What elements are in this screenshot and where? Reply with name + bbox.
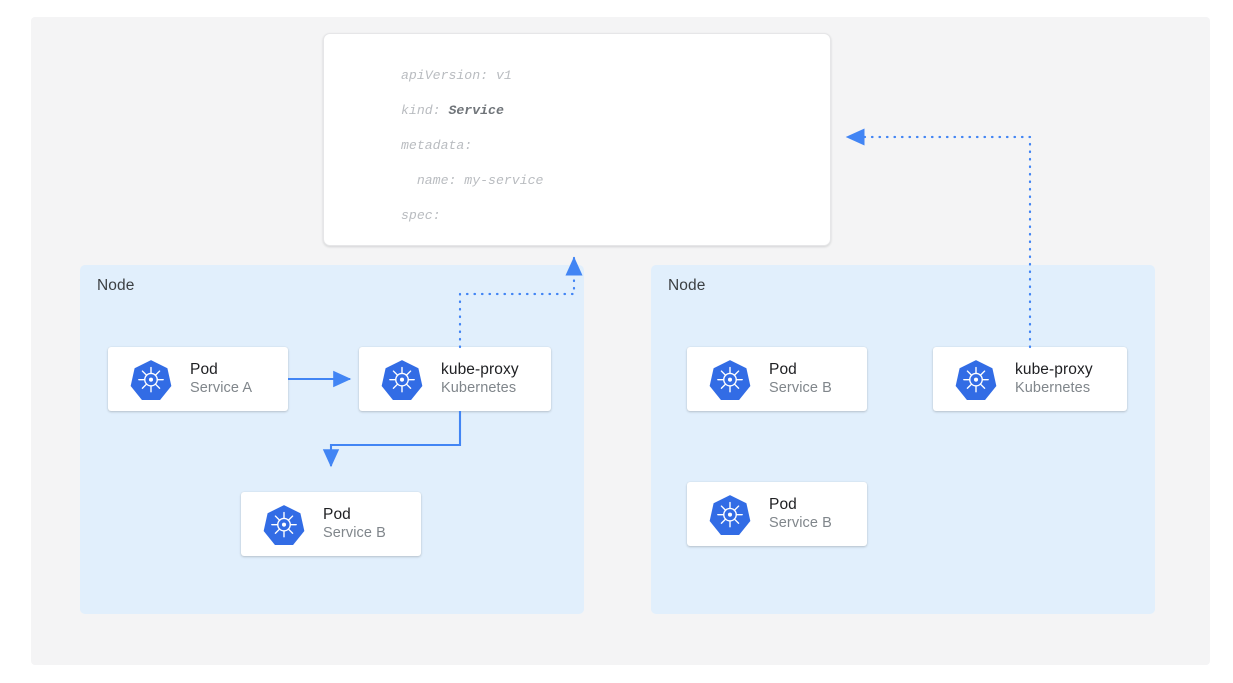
card-title: Pod (190, 361, 218, 378)
card-kube-proxy-right[interactable]: kube-proxy Kubernetes (933, 347, 1127, 411)
node-container-right: Node (651, 265, 1155, 614)
yaml-line-metadata: metadata: (401, 137, 473, 153)
yaml-kind-value: Service (448, 102, 504, 118)
kubernetes-icon (263, 505, 305, 545)
yaml-line-internaltrafficpolicy: internalTrafficPolicy: Local (401, 243, 725, 245)
kubernetes-icon (709, 495, 751, 535)
card-kube-proxy-left[interactable]: kube-proxy Kubernetes (359, 347, 551, 411)
card-subtitle: Service B (769, 380, 832, 396)
card-subtitle: Kubernetes (441, 380, 517, 396)
card-text-group: Pod Service B (769, 495, 832, 533)
card-subtitle: Service B (769, 515, 832, 531)
yaml-line-name: name: my-service (401, 173, 544, 189)
kubernetes-icon (130, 360, 172, 400)
kubernetes-icon (709, 360, 751, 400)
yaml-line-kind: kind: Service (401, 102, 725, 120)
yaml-kind-key: kind: (401, 102, 449, 118)
card-title: Pod (769, 361, 797, 378)
yaml-line-apiversion: apiVersion: v1 (401, 67, 512, 83)
card-subtitle: Service B (323, 525, 386, 541)
service-manifest-text: apiVersion: v1 kind: Service metadata: n… (401, 49, 725, 245)
card-pod-service-b-left[interactable]: Pod Service B (241, 492, 421, 556)
card-title: kube-proxy (441, 361, 519, 378)
card-pod-service-b-right-top[interactable]: Pod Service B (687, 347, 867, 411)
card-subtitle: Kubernetes (1015, 380, 1091, 396)
card-text-group: Pod Service B (323, 505, 386, 543)
node-container-left: Node (80, 265, 584, 614)
card-subtitle: Service A (190, 380, 253, 396)
node-label-right: Node (668, 277, 706, 294)
card-title: Pod (769, 496, 797, 513)
card-title: kube-proxy (1015, 361, 1093, 378)
kubernetes-icon (381, 360, 423, 400)
card-pod-service-a[interactable]: Pod Service A (108, 347, 288, 411)
card-text-group: Pod Service B (769, 360, 832, 398)
card-text-group: kube-proxy Kubernetes (441, 360, 519, 398)
card-text-group: Pod Service A (190, 360, 252, 398)
yaml-line-spec: spec: (401, 208, 441, 224)
service-manifest-card: apiVersion: v1 kind: Service metadata: n… (323, 33, 831, 246)
node-label-left: Node (97, 277, 135, 294)
card-title: Pod (323, 506, 351, 523)
kubernetes-icon (955, 360, 997, 400)
card-text-group: kube-proxy Kubernetes (1015, 360, 1093, 398)
card-pod-service-b-right-bottom[interactable]: Pod Service B (687, 482, 867, 546)
